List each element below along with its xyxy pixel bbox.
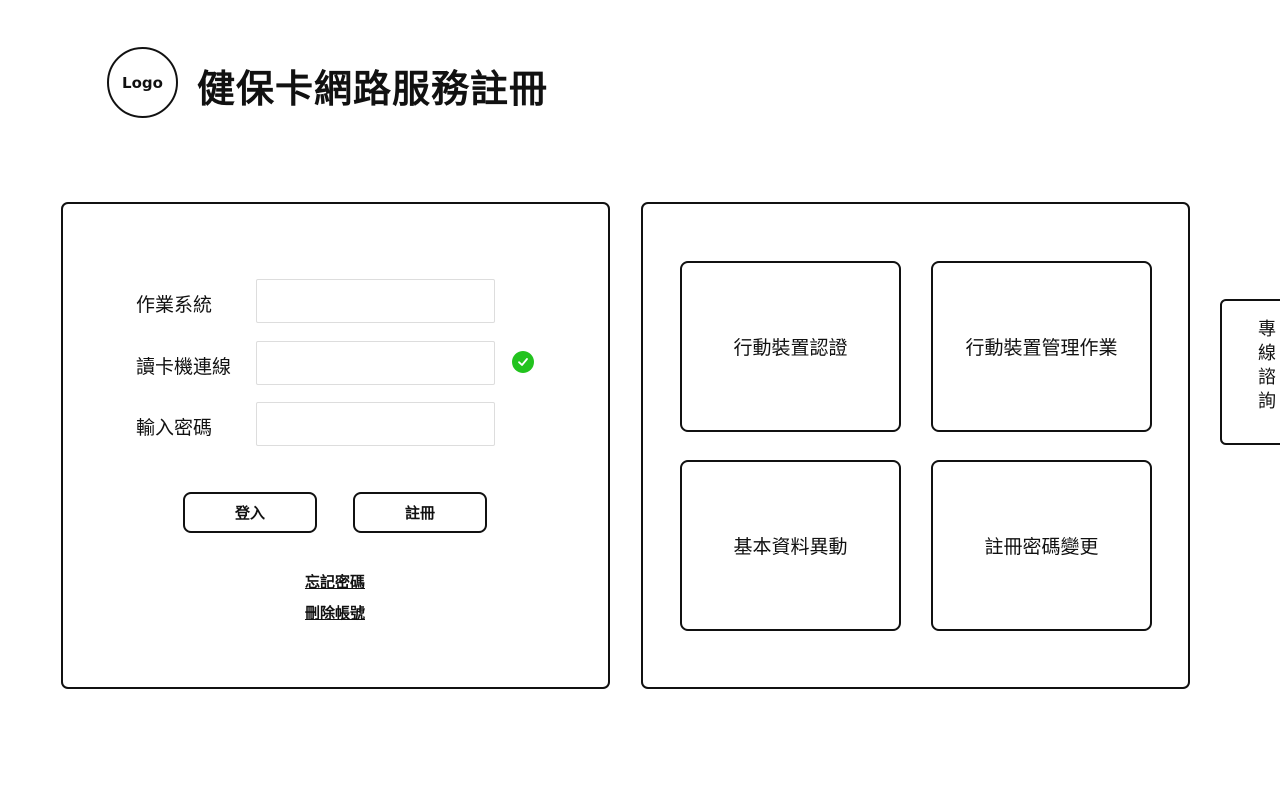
password-input[interactable] — [256, 402, 495, 446]
tile-device-auth[interactable]: 行動裝置認證 — [680, 261, 901, 432]
card-reader-label: 讀卡機連線 — [136, 356, 232, 378]
card-reader-input[interactable] — [256, 341, 495, 385]
login-button[interactable]: 登入 — [183, 492, 317, 533]
register-button[interactable]: 註冊 — [353, 492, 487, 533]
hotline-tab[interactable]: 專線諮詢 — [1220, 299, 1280, 445]
services-panel — [641, 202, 1190, 689]
os-input[interactable] — [256, 279, 495, 323]
check-icon — [512, 351, 534, 373]
tile-profile-change[interactable]: 基本資料異動 — [680, 460, 901, 631]
logo: Logo — [107, 47, 178, 118]
login-panel — [61, 202, 610, 689]
tile-device-management[interactable]: 行動裝置管理作業 — [931, 261, 1152, 432]
page-title: 健保卡網路服務註冊 — [197, 67, 549, 111]
password-label: 輸入密碼 — [136, 417, 213, 439]
delete-account-link[interactable]: 刪除帳號 — [304, 604, 365, 622]
logo-text: Logo — [122, 73, 163, 92]
tile-password-change[interactable]: 註冊密碼變更 — [931, 460, 1152, 631]
os-label: 作業系統 — [136, 294, 213, 316]
hotline-label: 專線諮詢 — [1255, 319, 1276, 415]
forgot-password-link[interactable]: 忘記密碼 — [304, 573, 365, 591]
